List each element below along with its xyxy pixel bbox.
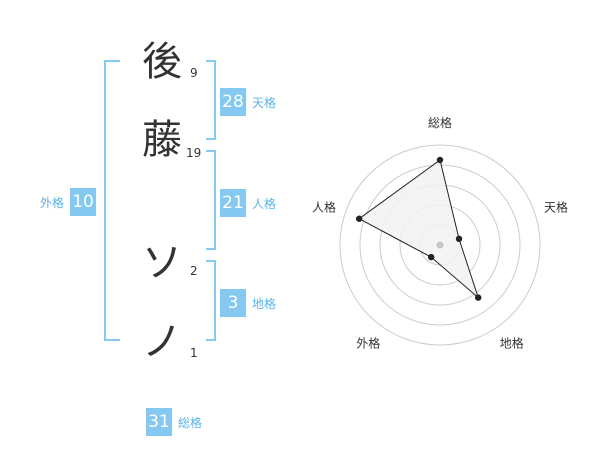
stroke-count-1: 9 xyxy=(190,66,198,80)
radar-point xyxy=(455,235,463,243)
tenkaku-label: 天格 xyxy=(252,95,277,110)
chikaku-badge: 3 地格 xyxy=(220,289,276,317)
name-char-1: 後 xyxy=(142,39,182,85)
tenkaku-value: 28 xyxy=(220,88,246,116)
radar-shape xyxy=(358,159,480,300)
stroke-count-4: 1 xyxy=(190,346,198,360)
name-char-3: ソ xyxy=(142,240,182,286)
radar-point xyxy=(436,156,444,164)
name-char-4: ノ xyxy=(142,319,182,365)
stroke-count-2: 19 xyxy=(186,146,202,160)
soukaku-value: 31 xyxy=(146,408,172,436)
tenkaku-bracket xyxy=(206,60,216,140)
jinkaku-label: 人格 xyxy=(252,196,277,211)
stroke-count-3: 2 xyxy=(190,264,198,278)
radar-axis-label: 総格 xyxy=(428,115,452,130)
radar-point xyxy=(355,215,363,222)
jinkaku-value: 21 xyxy=(220,189,246,217)
soukaku-label: 総格 xyxy=(178,415,203,430)
soukaku-badge: 31 総格 xyxy=(146,408,202,436)
radar-axis-label: 人格 xyxy=(312,199,336,214)
radar-axis-label: 地格 xyxy=(500,336,524,351)
gaikaku-label: 外格 xyxy=(40,195,65,210)
jinkaku-badge: 21 人格 xyxy=(220,189,276,217)
radar-axis-label: 天格 xyxy=(544,199,568,214)
gaikaku-bracket xyxy=(104,60,120,341)
jinkaku-bracket xyxy=(206,150,216,250)
chikaku-value: 3 xyxy=(220,289,246,317)
chikaku-bracket xyxy=(206,260,216,341)
chikaku-label: 地格 xyxy=(252,296,277,311)
name-char-2: 藤 xyxy=(142,117,182,163)
tenkaku-badge: 28 天格 xyxy=(220,88,276,116)
gaikaku-badge: 外格 10 xyxy=(40,188,97,216)
radar-point xyxy=(475,294,482,301)
radar-axis-label: 外格 xyxy=(356,336,380,351)
gaikaku-value: 10 xyxy=(70,188,97,216)
radar-point xyxy=(427,253,435,261)
radar-center xyxy=(436,241,444,249)
radar-grid-ring xyxy=(339,144,541,346)
